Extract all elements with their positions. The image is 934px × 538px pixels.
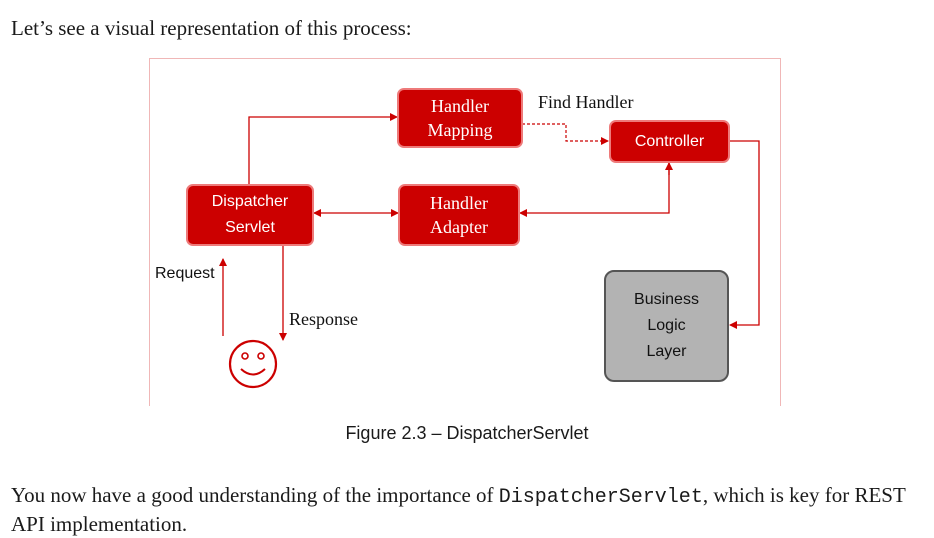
- dispatcherservlet-code: DispatcherServlet: [498, 486, 703, 509]
- business-logic-label-line3: Layer: [646, 343, 687, 360]
- intro-paragraph: Let’s see a visual representation of thi…: [11, 16, 412, 40]
- controller-box: Controller: [609, 120, 730, 163]
- handler-mapping-box: Handler Mapping: [397, 88, 523, 148]
- arrow-mapping-to-controller: [522, 123, 609, 145]
- handler-mapping-label-line1: Handler: [431, 96, 489, 116]
- outro-paragraph: You now have a good understanding of the…: [11, 482, 929, 538]
- arrow-controller-to-business: [729, 140, 760, 329]
- handler-adapter-box: Handler Adapter: [398, 184, 520, 246]
- dispatcher-servlet-label-line2: Servlet: [225, 219, 275, 236]
- arrow-controller-to-adapter: [519, 163, 670, 217]
- dispatcher-servlet-box: Dispatcher Servlet: [186, 184, 314, 246]
- figure-caption: Figure 2.3 – DispatcherServlet: [345, 423, 589, 443]
- response-label: Response: [289, 309, 358, 329]
- dispatcher-servlet-label-line1: Dispatcher: [211, 193, 289, 210]
- arrow-dispatcher-to-mapping: [248, 113, 398, 185]
- figure-frame: [149, 58, 781, 406]
- business-logic-layer-box: Business Logic Layer: [604, 270, 729, 382]
- business-logic-label-line1: Business: [634, 291, 699, 308]
- handler-adapter-label-line2: Adapter: [430, 217, 488, 237]
- request-label: Request: [155, 265, 215, 282]
- handler-adapter-label-line1: Handler: [430, 193, 488, 213]
- handler-mapping-label-line2: Mapping: [427, 120, 493, 140]
- find-handler-label: Find Handler: [538, 92, 634, 112]
- outro-text-before: You now have a good understanding of the…: [11, 483, 499, 507]
- business-logic-label-line2: Logic: [647, 317, 686, 334]
- smiley-face-icon: [228, 339, 278, 389]
- controller-label: Controller: [634, 132, 705, 150]
